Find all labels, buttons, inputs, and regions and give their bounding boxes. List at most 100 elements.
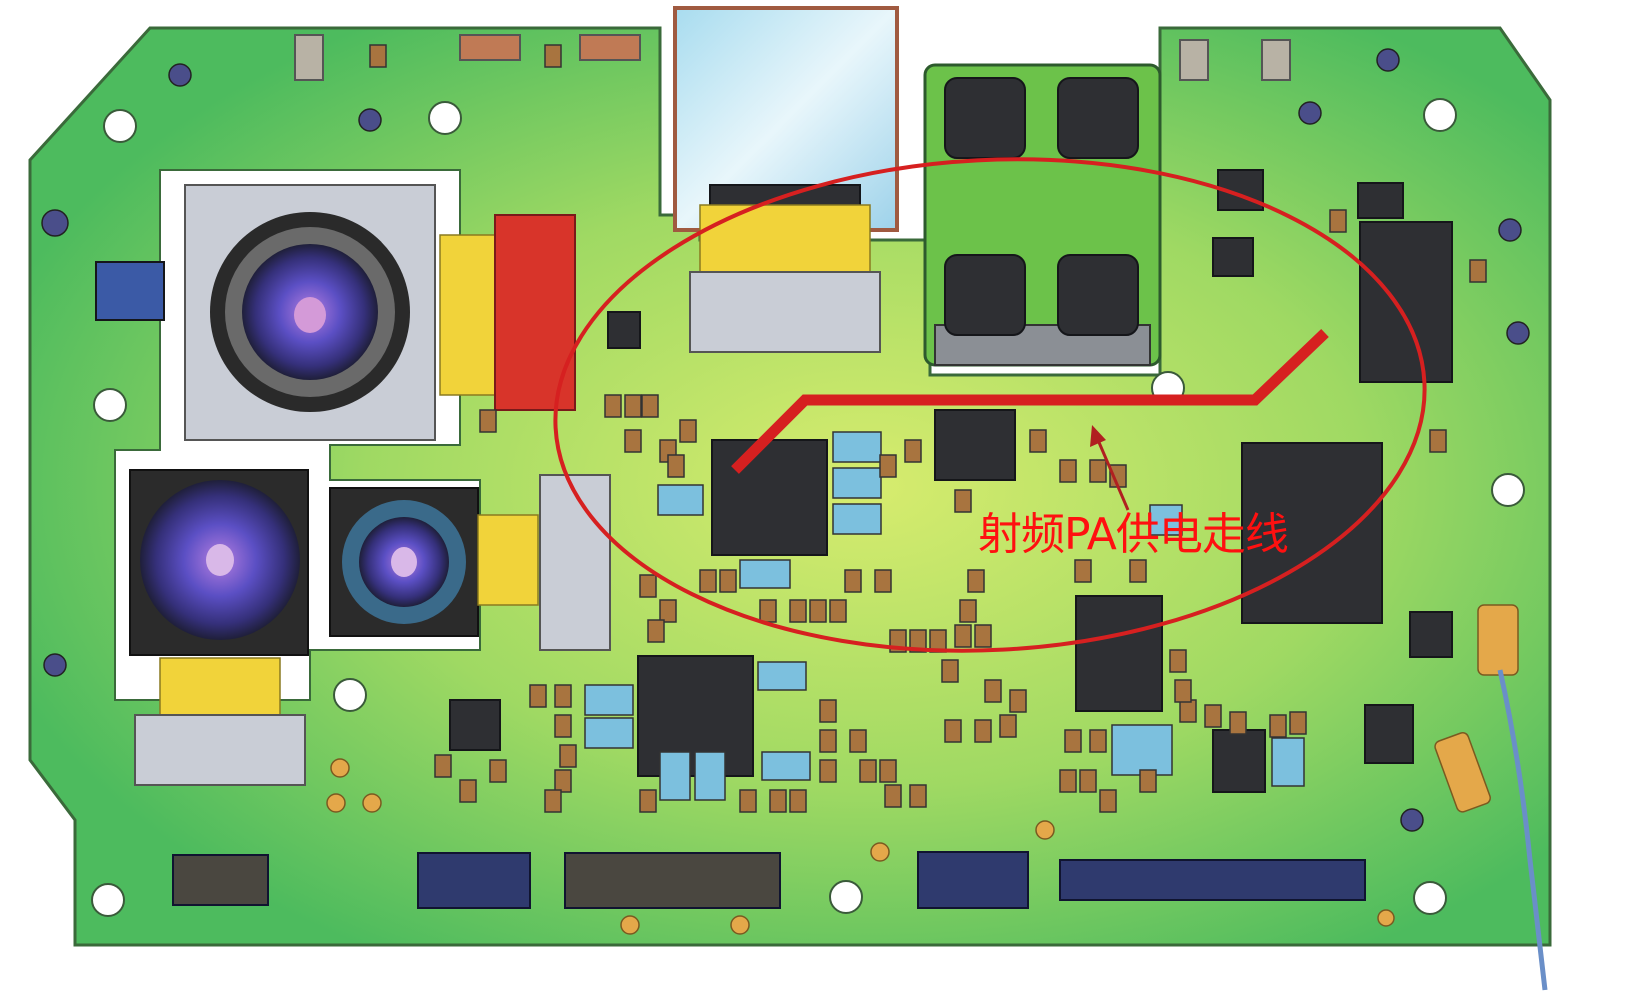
capacitor xyxy=(1139,769,1157,793)
capacitor xyxy=(1029,429,1047,453)
gold-pads xyxy=(326,758,1395,935)
capacitor xyxy=(1329,209,1347,233)
capacitor xyxy=(1059,769,1077,793)
camera-flex xyxy=(159,657,281,719)
capacitor xyxy=(819,759,837,783)
capacitor xyxy=(941,659,959,683)
capacitor xyxy=(1089,459,1107,483)
capacitor xyxy=(1204,704,1222,728)
capacitor xyxy=(759,599,777,623)
capacitor xyxy=(909,629,927,653)
vias xyxy=(41,48,1530,832)
annotation-label: 射频PA供电走线 xyxy=(978,509,1289,560)
capacitor-array xyxy=(369,44,1487,813)
ic-chip xyxy=(95,261,165,321)
capacitor xyxy=(849,729,867,753)
capacitor xyxy=(974,719,992,743)
capacitor xyxy=(819,699,837,723)
board-connector xyxy=(417,852,531,909)
capacitor xyxy=(639,574,657,598)
capacitor xyxy=(879,759,897,783)
annotation-arrow xyxy=(1090,425,1130,511)
capacitor xyxy=(434,754,452,778)
capacitor xyxy=(1074,559,1092,583)
capacitor xyxy=(1064,729,1082,753)
capacitor xyxy=(789,599,807,623)
ic-chip xyxy=(607,311,641,349)
capacitor xyxy=(904,439,922,463)
capacitor xyxy=(719,569,737,593)
antenna-cable xyxy=(1497,669,1548,991)
capacitor xyxy=(974,624,992,648)
shield-plate xyxy=(134,714,306,786)
board-connector xyxy=(172,854,269,906)
capacitor xyxy=(554,714,572,738)
capacitor xyxy=(554,769,572,793)
capacitor xyxy=(459,779,477,803)
capacitor xyxy=(554,684,572,708)
capacitor xyxy=(1129,559,1147,583)
board-connector xyxy=(917,851,1029,909)
capacitor xyxy=(647,619,665,643)
capacitor xyxy=(999,714,1017,738)
camera-flex xyxy=(439,234,501,396)
ic-chip xyxy=(1212,237,1254,277)
blue-components xyxy=(584,431,1305,801)
capacitor xyxy=(1429,429,1447,453)
top-connector xyxy=(459,34,521,61)
capacitor xyxy=(369,44,387,68)
soc-chip xyxy=(1241,442,1383,624)
ic-chip xyxy=(934,409,1016,481)
capacitor xyxy=(1469,259,1487,283)
annotation-ellipse xyxy=(553,157,1427,653)
capacitor xyxy=(1079,769,1097,793)
ic-chip xyxy=(1357,182,1404,219)
module-chip xyxy=(944,254,1026,336)
pa-power-trace-highlight xyxy=(731,329,1329,474)
capacitor xyxy=(1269,714,1287,738)
mounting-holes xyxy=(91,98,1525,917)
capacitor xyxy=(809,599,827,623)
telephoto-camera xyxy=(329,487,479,637)
top-connector xyxy=(294,34,324,81)
top-connector xyxy=(1261,39,1291,81)
board-connector xyxy=(564,852,781,909)
board-connector xyxy=(1059,859,1366,901)
capacitor xyxy=(667,454,685,478)
capacitor xyxy=(659,599,677,623)
capacitor xyxy=(489,759,507,783)
capacitor xyxy=(954,624,972,648)
capacitor xyxy=(544,44,562,68)
capacitor xyxy=(1099,789,1117,813)
capacitor xyxy=(544,789,562,813)
capacitor xyxy=(1059,459,1077,483)
ic-chip xyxy=(1212,729,1266,793)
capacitor xyxy=(624,394,642,418)
apple-logo-icon xyxy=(294,297,326,333)
module-chip xyxy=(1057,254,1139,336)
apple-logo-icon xyxy=(391,547,417,577)
shield-plate xyxy=(539,474,611,651)
module-chip xyxy=(1057,77,1139,159)
capacitor xyxy=(1174,679,1192,703)
capacitor xyxy=(1169,649,1187,673)
capacitor xyxy=(859,759,877,783)
capacitor xyxy=(1009,689,1027,713)
ic-chip xyxy=(1359,221,1453,383)
capacitor xyxy=(789,789,807,813)
ic-chip xyxy=(1364,704,1414,764)
capacitor xyxy=(944,719,962,743)
camera-flex xyxy=(477,514,539,606)
capacitor xyxy=(479,409,497,433)
capacitor xyxy=(739,789,757,813)
capacitor xyxy=(624,429,642,453)
capacitor xyxy=(909,784,927,808)
capacitor xyxy=(967,569,985,593)
main-camera xyxy=(184,184,436,441)
capacitor xyxy=(1229,711,1247,735)
capacitor xyxy=(829,599,847,623)
antenna-connector xyxy=(1434,732,1491,813)
capacitor xyxy=(959,599,977,623)
shield-plate xyxy=(689,271,881,353)
